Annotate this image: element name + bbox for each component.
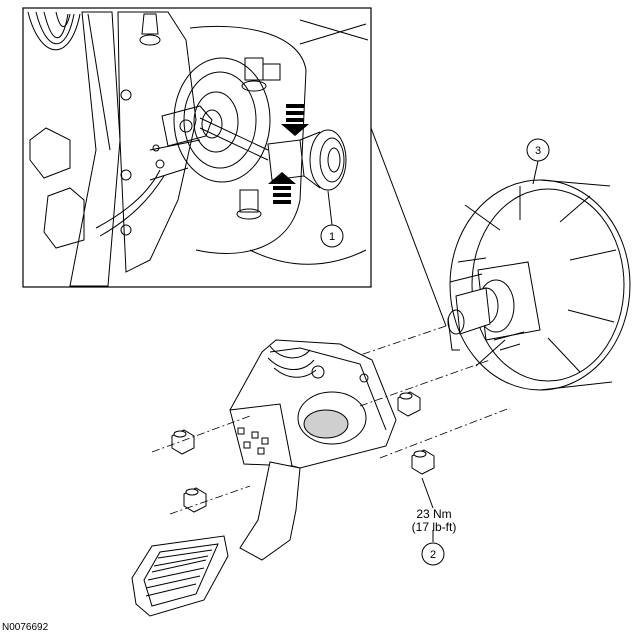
callout-2: 2 [421, 542, 445, 566]
callout-2-label: 2 [430, 549, 436, 561]
torque-spec-metric: 23 Nm [416, 507, 451, 521]
pushrod-clevis [149, 105, 269, 181]
pedal-arm [69, 11, 121, 287]
nut-icon [397, 391, 421, 417]
nut-icon [411, 449, 435, 475]
callout-1: 1 [320, 224, 344, 248]
pedal-bracket-assembly [131, 339, 397, 617]
figure-id: N0076692 [2, 622, 49, 633]
bolt-icon [236, 189, 262, 220]
bolt-icon [139, 13, 161, 46]
callout-3: 3 [526, 138, 550, 162]
retainer-clip [267, 129, 347, 191]
callout-1-label: 1 [329, 231, 335, 243]
dash-panel [189, 25, 307, 254]
bracket-plate [117, 11, 197, 273]
bolt-icon [241, 57, 281, 92]
inset-content [27, 11, 369, 287]
stud-center-lines [151, 359, 511, 515]
nut-icon [183, 487, 207, 513]
torque-spec-imperial: (17 lb-ft) [412, 520, 457, 534]
brake-booster [447, 179, 631, 391]
arrow-down-icon [281, 104, 309, 136]
nut-icon [171, 429, 195, 455]
callout-3-label: 3 [535, 145, 541, 157]
detail-inset: 1 [22, 7, 372, 288]
inset-frame [22, 7, 372, 288]
detail-leader-line [370, 127, 447, 327]
arrow-up-icon [268, 172, 296, 204]
coil-spring-icon [27, 11, 81, 51]
